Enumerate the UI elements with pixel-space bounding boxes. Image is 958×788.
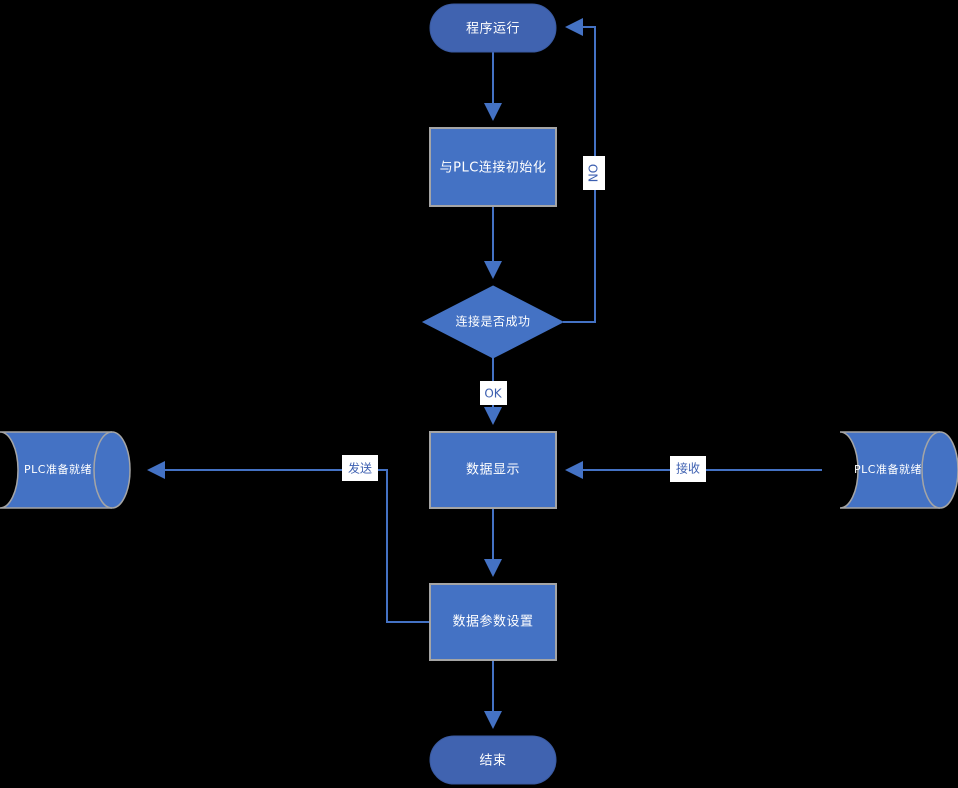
- node-plc-right-cap: [921, 431, 941, 509]
- node-plc-right-label: PLC准备就绪: [854, 462, 922, 476]
- edge-label-ok: OK: [484, 387, 502, 401]
- node-end[interactable]: 结束: [429, 735, 557, 785]
- edge-label-no: NO: [587, 164, 601, 182]
- edge-label-receive: 接收: [676, 461, 700, 476]
- node-decision-label: 连接是否成功: [455, 314, 530, 329]
- node-init-label: 与PLC连接初始化: [440, 160, 547, 176]
- edge-params-to-plc-left-send: 发送: [147, 455, 430, 623]
- node-plc-left-label: PLC准备就绪: [24, 462, 92, 476]
- node-plc-left[interactable]: PLC准备就绪: [0, 431, 131, 509]
- edge-label-send: 发送: [348, 461, 372, 476]
- node-end-shape[interactable]: [429, 735, 557, 785]
- node-plc-right[interactable]: PLC准备就绪: [839, 431, 958, 509]
- node-params-label: 数据参数设置: [452, 614, 533, 630]
- edge-plc-right-to-display-receive: 接收: [565, 456, 822, 482]
- node-plc-left-cap: [93, 431, 113, 509]
- edge-label-no-bg: [583, 156, 605, 190]
- edge-label-ok-bg: [480, 381, 507, 405]
- node-display-label: 数据显示: [466, 463, 520, 478]
- node-display-shape[interactable]: [429, 431, 557, 509]
- node-decision-shape[interactable]: [421, 285, 565, 359]
- edge-label-receive-bg: [670, 456, 706, 482]
- node-start[interactable]: 程序运行: [429, 3, 557, 53]
- node-decision[interactable]: 连接是否成功: [421, 285, 565, 359]
- node-params-shape[interactable]: [429, 583, 557, 661]
- node-start-shape[interactable]: [429, 3, 557, 53]
- node-params[interactable]: 数据参数设置: [429, 583, 557, 661]
- edge-decision-to-start-no: NO: [563, 18, 605, 323]
- edge-decision-to-display-ok: OK: [480, 358, 507, 425]
- node-end-label: 结束: [479, 754, 506, 769]
- edge-label-send-bg: [342, 455, 378, 481]
- node-init[interactable]: 与PLC连接初始化: [429, 127, 557, 207]
- node-display[interactable]: 数据显示: [429, 431, 557, 509]
- node-init-shape[interactable]: [429, 127, 557, 207]
- node-start-label: 程序运行: [466, 22, 520, 37]
